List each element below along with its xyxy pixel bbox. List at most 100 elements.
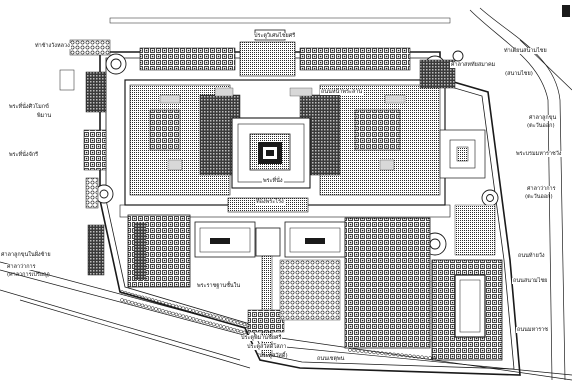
tree-mark: [242, 330, 247, 335]
label-north-gate: ประตูวิเศษไชยศรี: [253, 33, 297, 39]
tree-mark: [147, 297, 151, 301]
tree-mark: [232, 319, 236, 324]
label-south-road: ถนนเชตุพน: [316, 356, 346, 362]
tree-mark: [360, 349, 364, 353]
tree-mark: [188, 316, 192, 320]
tree-mark: [137, 294, 141, 299]
label-south-gate-1: ประตูพิมานชัยศรี: [240, 335, 283, 341]
label-east-2: พระบรมมหาราชวัง: [515, 151, 563, 157]
tree-mark: [171, 303, 175, 308]
tree-rows: [120, 290, 436, 361]
tree-mark: [229, 319, 233, 323]
tree-mark: [368, 350, 372, 354]
tree-mark: [380, 351, 384, 355]
tree-mark: [352, 348, 356, 353]
label-ne-gate: ท่าเตียนสนามไชย: [503, 48, 548, 54]
tree-mark: [208, 321, 213, 326]
tree-mark: [178, 313, 182, 318]
corner-marker: [562, 5, 570, 17]
tree-mark: [215, 323, 219, 327]
label-east-1a: ศาลาลูกขุน: [528, 115, 558, 121]
tree-mark: [188, 308, 192, 312]
tree-mark: [404, 353, 408, 358]
label-east-3a: ศาลาว่าการ: [526, 186, 557, 192]
label-east-1b: (ตะวันออก): [527, 123, 555, 129]
tree-mark: [184, 307, 189, 311]
label-west-top-2: พิมาน: [37, 113, 52, 119]
tree-mark: [239, 321, 243, 326]
tree-mark: [222, 325, 226, 329]
tree-mark: [140, 295, 145, 300]
inner-compound: [124, 59, 486, 206]
label-nw-gate: ท่าช้างวังหลวง: [34, 43, 71, 49]
tree-mark: [150, 306, 155, 310]
tree-mark: [137, 302, 141, 307]
label-west-bottom-2: (ศาลาการเปรียญ): [7, 272, 50, 278]
tree-mark: [154, 299, 158, 303]
tree-mark: [229, 327, 233, 331]
tree-mark: [147, 305, 151, 309]
tree-mark: [133, 301, 138, 306]
tree-mark: [222, 317, 226, 321]
tree-mark: [161, 309, 165, 313]
tree-mark: [127, 300, 131, 304]
tree-mark: [215, 315, 219, 319]
tree-mark: [235, 328, 240, 333]
label-west-bottom-1: ศาลาว่าการ: [6, 264, 37, 270]
tree-mark: [412, 354, 416, 359]
tree-mark: [161, 301, 165, 305]
tree-mark: [432, 356, 436, 361]
label-west-top-1: พระที่นั่งศิวโมกข์: [8, 104, 50, 110]
label-center-hall: ท้องพระโรง: [255, 199, 285, 205]
tree-mark: [392, 352, 396, 357]
tree-mark: [400, 353, 404, 357]
north-blocks: [109, 17, 451, 77]
tree-mark: [372, 350, 376, 355]
tree-mark: [201, 311, 206, 316]
tree-mark: [348, 348, 352, 352]
tree-mark: [376, 351, 380, 355]
tree-mark: [174, 312, 179, 317]
tree-mark: [208, 313, 213, 318]
tree-mark: [150, 298, 155, 302]
tree-mark: [225, 318, 230, 322]
tree-mark: [356, 349, 360, 353]
tree-mark: [205, 320, 209, 325]
tree-mark: [195, 310, 199, 314]
tree-mark: [420, 355, 424, 359]
tree-mark: [235, 320, 240, 325]
tree-mark: [123, 299, 128, 303]
tree-mark: [181, 306, 185, 310]
label-east-5: ถนนสนามไชย: [512, 278, 549, 284]
tree-mark: [195, 318, 199, 322]
tree-mark: [120, 290, 124, 294]
tree-mark: [424, 355, 428, 360]
tree-mark: [127, 292, 131, 296]
tree-mark: [157, 300, 162, 304]
tree-mark: [140, 303, 145, 308]
tree-mark: [198, 318, 202, 323]
label-mid-text: พระที่นั่ง: [262, 178, 284, 184]
west-annex: [59, 39, 111, 276]
tree-mark: [232, 327, 236, 332]
tree-mark: [171, 311, 175, 316]
label-east-3b: (ตะวันออก): [525, 194, 553, 200]
label-south-gate-2: ประตูสวัสดิโสภา: [246, 344, 288, 350]
tree-mark: [191, 309, 196, 313]
tree-mark: [416, 355, 420, 359]
label-east-4: ถนนท้ายวัง: [517, 253, 546, 259]
tree-mark: [428, 356, 432, 360]
tree-mark: [184, 315, 189, 319]
tree-mark: [144, 296, 148, 301]
tree-mark: [154, 307, 158, 311]
tree-mark: [164, 301, 168, 306]
label-center-top-road: ถนนหน้าพระลาน: [320, 89, 364, 95]
tree-mark: [167, 302, 172, 307]
label-west-mid: พระที่นั่งจักรี: [8, 152, 40, 158]
tree-mark: [246, 323, 250, 328]
tree-mark: [212, 314, 216, 319]
label-ne-sub1: ศาลาสหทัยสมาคม: [450, 62, 497, 68]
label-ne-sub2: (สนามไชย): [505, 71, 533, 77]
